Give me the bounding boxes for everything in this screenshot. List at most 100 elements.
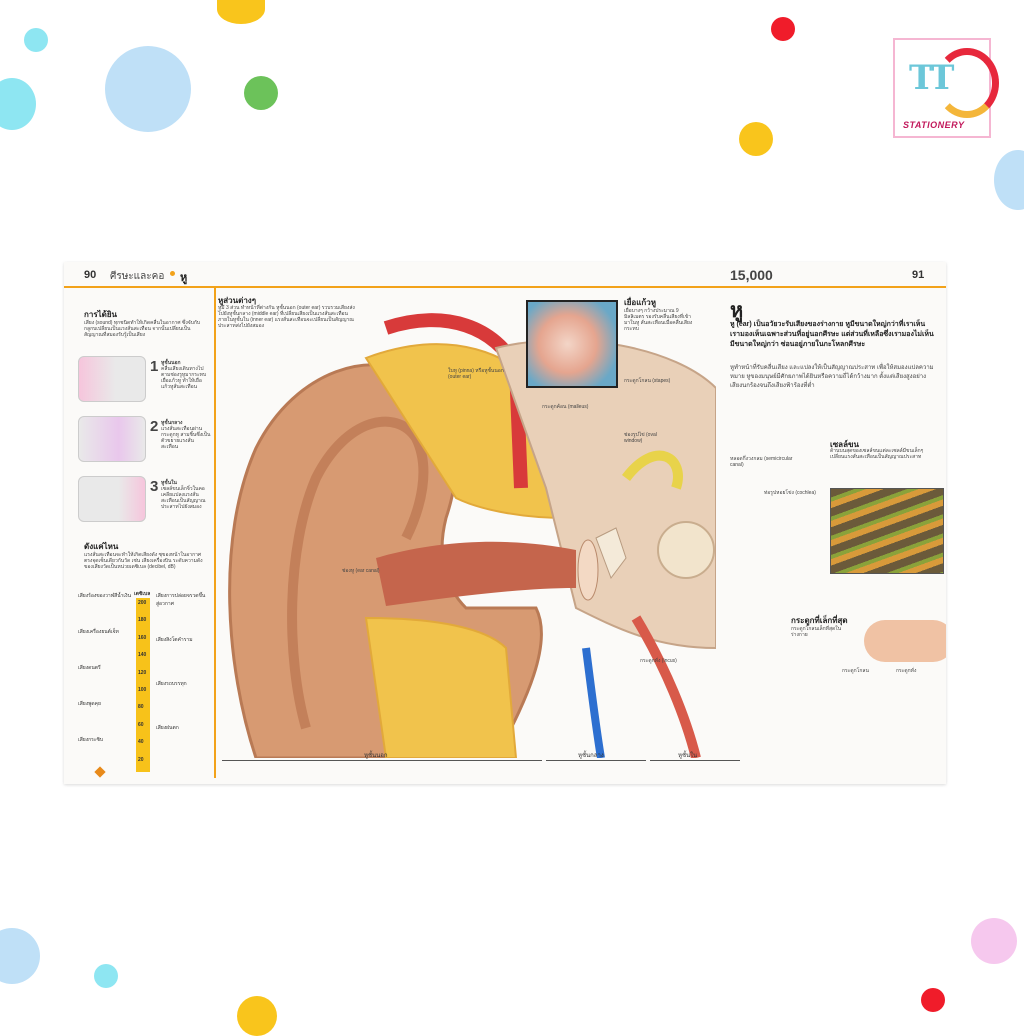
decibel-tick-label: 180 <box>138 617 147 624</box>
cochlea-label: ท่อรูปหอยโข่ง (cochlea) <box>764 490 816 496</box>
logo-swoosh <box>935 48 999 118</box>
step-number: 2 <box>150 418 159 435</box>
eardrum-photo <box>526 300 618 388</box>
middle-ear-ruler <box>546 760 646 761</box>
decorative-dot <box>994 150 1024 210</box>
eardrum-text: เยื่อบางๆ กว้างประมาณ 9 มิลลิเมตร รองรับ… <box>624 308 693 332</box>
incus-label: กระดูกทั่ง (incus) <box>640 658 677 664</box>
step-text: คลื่นเสียงเดินทางไปตามช่องรูหูมากระทบเยื… <box>161 366 207 390</box>
decibel-unit: เดซิเบล <box>134 591 151 597</box>
logo-brand-text: STATIONERY <box>903 120 965 130</box>
pinna-fold <box>287 416 429 730</box>
decibel-scale-bar <box>136 598 150 772</box>
right-page-number: 91 <box>912 269 925 281</box>
decorative-dot <box>94 964 118 988</box>
decorative-dot <box>739 122 773 156</box>
decibel-example-right: เสียงฝนตก <box>156 725 179 731</box>
book-spread: 90 ศีรษะและคอ หู 15,000 91 การได้ยิน เสี… <box>64 262 946 784</box>
oval-window-label: ช่องรูปไข่ (oval window) <box>624 432 657 444</box>
decorative-dot <box>0 78 36 130</box>
decibel-tick-label: 160 <box>138 634 147 641</box>
decibel-example-right: เสียงการปล่อยจรวดขึ้นสู่อวกาศ <box>156 593 206 607</box>
page-header: 90 ศีรษะและคอ หู 15,000 91 <box>64 262 946 288</box>
parts-text: หูมี 3 ส่วน ทำหน้าที่ต่างกัน หูชั้นนอก (… <box>218 305 355 329</box>
loudness-text: แรงสั่นสะเทือนจะทำให้เกิดเสียงดัง ซุของห… <box>84 552 203 570</box>
outer-ear-illustration <box>78 356 146 402</box>
decibel-example-left: เสียงดนตรี <box>78 665 101 671</box>
logo-mark: TT <box>909 58 954 98</box>
incus-short-label: กระดูกทั่ง <box>896 668 917 674</box>
decorative-dot <box>105 46 191 132</box>
section-name: ศีรษะและคอ <box>110 271 165 282</box>
main-lead: หู (ear) เป็นอวัยวะรับเสียงของร่างกาย หู… <box>730 321 934 348</box>
cochlea <box>657 521 715 579</box>
step-number: 3 <box>150 478 159 495</box>
ear-canal-tube <box>376 541 576 606</box>
fat-tissue-lower <box>364 616 518 758</box>
semicircular-canals <box>622 450 683 490</box>
decorative-dot <box>244 76 278 110</box>
fingertip-photo <box>864 620 946 662</box>
decibel-example-left: เสียงพูดคุย <box>78 701 101 707</box>
ear-canal-label: ช่องหู (ear canal) <box>342 568 380 574</box>
step-text: แรงสั่นสะเทือนผ่านกระดูกหู สามชิ้นซึ่งเป… <box>161 426 211 450</box>
ossicles <box>595 527 627 580</box>
inner-ear-illustration <box>78 476 146 522</box>
bullet-icon <box>170 271 175 276</box>
left-page-number: 90 <box>84 269 97 281</box>
hair-cells-photo <box>830 488 944 574</box>
hair-cells-title: เซลล์ขน <box>830 440 859 449</box>
semicircular-label: หลอดกึ่งวงกลม (semicircular canal) <box>730 456 793 468</box>
outer-ear-ruler <box>222 760 542 761</box>
decorative-dot <box>0 928 40 984</box>
header-stat: 15,000 <box>730 267 773 283</box>
decibel-example-right: เสียงสิงโตคำราม <box>156 637 193 643</box>
middle-ear-illustration <box>78 416 146 462</box>
loudness-title: ดังแค่ไหน <box>84 542 119 551</box>
main-body: หูทำหน้าที่รับคลื่นเสียง และแปลงให้เป็นส… <box>730 365 934 389</box>
topic-name: หู <box>180 272 188 284</box>
smallest-bone-title: กระดูกที่เล็กที่สุด <box>791 616 848 625</box>
header-rule <box>64 286 946 288</box>
decibel-tick-label: 40 <box>138 739 144 746</box>
pinna-label: ใบหู (pinna) หรือหูชั้นนอก (outer ear) <box>448 368 504 380</box>
decibel-example-left: เสียงร้องของวาฬสีน้ำเงิน <box>78 593 132 599</box>
parts-title: หูส่วนต่างๆ <box>218 296 257 305</box>
decibel-example-left: เสียงกระซิบ <box>78 737 104 743</box>
nerve-bundle <box>631 615 701 758</box>
brand-logo: TT STATIONERY <box>893 38 999 138</box>
decibel-tick-label: 120 <box>138 669 147 676</box>
hearing-intro: เสียง (sound) ทุกชนิดทำให้เกิดคลื่นในอาก… <box>84 320 201 338</box>
main-heading: หู <box>730 300 744 322</box>
decorative-dot <box>217 0 265 24</box>
decibel-meter: เดซิเบล 200 180 160 140 120 100 80 60 40 20 เสียงร… <box>64 588 214 778</box>
stapes-short-label: กระดูกโกลน <box>842 668 869 674</box>
inner-ear-ruler-label: หูชั้นใน <box>678 753 698 759</box>
step-text: เซลล์ขนเล็กจิ๋วในคอเคลียแปลงแรงสั่นสะเทื… <box>161 486 206 510</box>
decibel-tick-label: 200 <box>138 600 147 606</box>
ear-cross-section <box>228 313 716 758</box>
decorative-dot <box>24 28 48 52</box>
smallest-bone-text: กระดูกโกลนเล็กที่สุดในร่างกาย <box>791 626 842 638</box>
middle-ear-ruler-label: หูชั้นกลาง <box>578 753 604 759</box>
decorative-dot <box>921 988 945 1012</box>
hair-cells-text: ด้านบนสุดของเซลล์ขนแต่ละเซลล์มีขนเล็กๆ เ… <box>830 448 924 460</box>
decibel-example-right: เสียงรถบรรทุก <box>156 681 187 687</box>
eardrum <box>577 539 599 601</box>
eardrum-title: เยื่อแก้วหู <box>624 298 656 307</box>
decibel-tick-label: 140 <box>138 652 147 659</box>
step-title: หูชั้นนอก <box>161 360 181 366</box>
decibel-tick-label: 20 <box>138 756 144 763</box>
decibel-tick-label: 80 <box>138 704 144 711</box>
decibel-tick-label: 100 <box>138 687 147 693</box>
outer-ear-ruler-label: หูชั้นนอก <box>364 753 388 759</box>
stapes-label: กระดูกโกลน (stapes) <box>624 378 671 384</box>
step-title: หูชั้นกลาง <box>161 420 183 426</box>
decorative-dot <box>237 996 277 1036</box>
hearing-title: การได้ยิน <box>84 310 118 319</box>
decibel-tick-label: 60 <box>138 721 144 728</box>
decorative-dot <box>771 17 795 41</box>
malleus-label: กระดูกค้อน (malleus) <box>542 404 589 410</box>
step-number: 1 <box>150 358 159 375</box>
hearing-sidebar: การได้ยิน เสียง (sound) ทุกชนิดทำให้เกิด… <box>64 288 216 778</box>
